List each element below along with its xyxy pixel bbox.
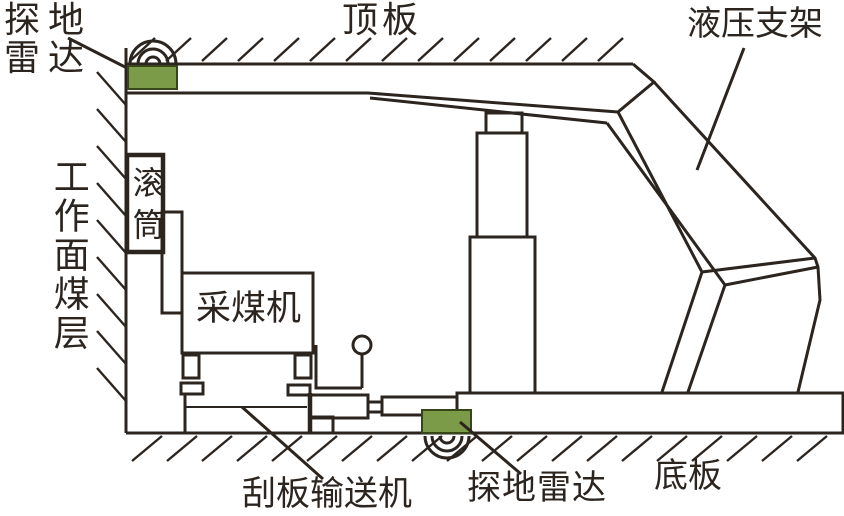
hatch-mark <box>96 367 127 402</box>
label-floor: 底板 <box>654 458 722 495</box>
floor-hatching <box>131 435 828 462</box>
hatch-mark <box>201 435 233 462</box>
label-hydraulic-support: 液压支架 <box>687 6 823 43</box>
support-canopy-tip <box>617 62 657 114</box>
mine-strata-lines <box>124 48 844 435</box>
hatch-mark <box>761 435 793 462</box>
hatch-mark <box>96 71 127 106</box>
label-roof: 顶板 <box>342 0 423 40</box>
hatch-mark <box>236 435 268 462</box>
hatch-mark <box>166 435 198 462</box>
shearer-foot-left <box>181 353 201 380</box>
push-rod-coupler <box>366 400 384 414</box>
hatch-mark <box>96 293 127 328</box>
leader-conveyor <box>241 405 324 481</box>
radar-signal-bottom-icon <box>423 435 471 460</box>
leader-lines <box>67 36 746 481</box>
prop-top-joint <box>484 111 524 135</box>
hatch-mark <box>96 219 127 254</box>
prop-lower-cylinder <box>468 235 537 395</box>
hatch-mark <box>525 37 552 62</box>
leader-radar-top <box>67 36 126 69</box>
label-drum: 滚筒 <box>128 166 165 250</box>
hatch-mark <box>561 37 588 62</box>
hatch-mark <box>381 37 408 62</box>
hatch-mark <box>586 435 618 462</box>
hatch-mark <box>621 435 653 462</box>
hatch-mark <box>656 435 688 462</box>
shearer <box>124 152 315 397</box>
push-rod-segment-1 <box>308 393 370 420</box>
shield-knuckle-edge-2 <box>724 265 819 287</box>
hatch-mark <box>691 435 723 462</box>
hydraulic-support <box>127 62 844 435</box>
hatch-mark <box>411 435 443 462</box>
lever-ball <box>351 334 373 356</box>
hatch-mark <box>453 37 480 62</box>
drum-outline <box>124 152 166 255</box>
leader-radar-bottom <box>459 420 522 476</box>
hatch-mark <box>551 435 583 462</box>
prop-upper-cylinder <box>475 131 529 239</box>
shearer-arm <box>160 210 184 315</box>
support-canopy-underside-2 <box>369 96 608 125</box>
lever-bracket <box>314 345 362 390</box>
push-rod-segment-2 <box>380 395 459 417</box>
shearer-skid-right <box>286 383 312 397</box>
radar-signal-top-icon <box>128 39 178 65</box>
gpr-device-top <box>127 65 178 90</box>
label-coal-seam: 工作面煤层 <box>48 158 89 353</box>
hatch-mark <box>481 435 513 462</box>
hatch-mark <box>237 37 264 62</box>
support-base-plate <box>455 391 844 435</box>
hatch-mark <box>309 37 336 62</box>
hatch-mark <box>597 37 624 62</box>
hatch-mark <box>796 435 828 462</box>
hatch-mark <box>489 37 516 62</box>
label-radar-bottom: 探地雷达 <box>467 470 607 507</box>
hatch-mark <box>96 330 127 365</box>
hatch-mark <box>516 435 548 462</box>
roof-hatching <box>129 37 624 62</box>
support-canopy-underside <box>127 91 619 114</box>
hatch-mark <box>96 256 127 291</box>
leader-hydraulic-support <box>695 47 746 171</box>
control-lever <box>314 334 373 390</box>
hatch-mark <box>306 435 338 462</box>
hatch-mark <box>417 37 444 62</box>
hatch-mark <box>201 37 228 62</box>
label-shearer: 采煤机 <box>196 289 302 328</box>
label-radar-top: 探地 雷达 <box>4 0 93 78</box>
hatch-mark <box>726 435 758 462</box>
push-rod <box>308 393 459 420</box>
hatch-mark <box>273 37 300 62</box>
hatch-mark <box>96 145 127 180</box>
hatch-mark <box>131 435 163 462</box>
label-conveyor: 刮板输送机 <box>242 476 412 513</box>
hatch-mark <box>341 435 373 462</box>
coal-wall-hatching <box>96 71 127 402</box>
shearer-foot-right <box>293 353 313 380</box>
hatch-mark <box>96 182 127 217</box>
hatch-mark <box>345 37 372 62</box>
hatch-mark <box>96 108 127 143</box>
shield-inner-edge-2 <box>605 122 727 393</box>
gpr-device-bottom <box>421 409 472 434</box>
shield-knuckle-edge <box>701 256 816 274</box>
shearer-skid-left <box>179 381 205 396</box>
hatch-mark <box>165 37 192 62</box>
hatch-mark <box>376 435 408 462</box>
shearer-body <box>180 271 315 355</box>
